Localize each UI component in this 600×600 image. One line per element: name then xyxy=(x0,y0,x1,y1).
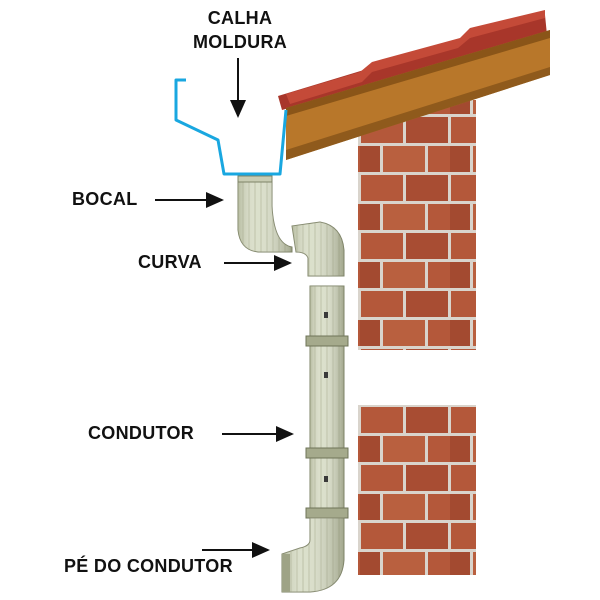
label-condutor: CONDUTOR xyxy=(88,423,195,443)
condutor-pipe xyxy=(305,285,349,521)
label-curva: CURVA xyxy=(138,252,202,272)
label-arrows xyxy=(155,58,294,558)
roof-tiles xyxy=(278,10,547,110)
curva-piece xyxy=(291,221,345,277)
label-calha-moldura: CALHA MOLDURA xyxy=(185,6,295,54)
label-moldura: MOLDURA xyxy=(192,32,288,52)
label-bocal: BOCAL xyxy=(72,189,138,209)
pe-do-condutor-piece xyxy=(281,517,345,593)
brick-wall-upper xyxy=(358,100,476,350)
label-pe-do-condutor: PÉ DO CONDUTOR xyxy=(64,556,233,576)
gutter-outline xyxy=(174,78,288,176)
roof-fascia xyxy=(286,30,550,160)
bocal-piece xyxy=(237,175,293,253)
label-calha: CALHA xyxy=(207,8,273,28)
brick-wall-lower xyxy=(358,405,476,575)
